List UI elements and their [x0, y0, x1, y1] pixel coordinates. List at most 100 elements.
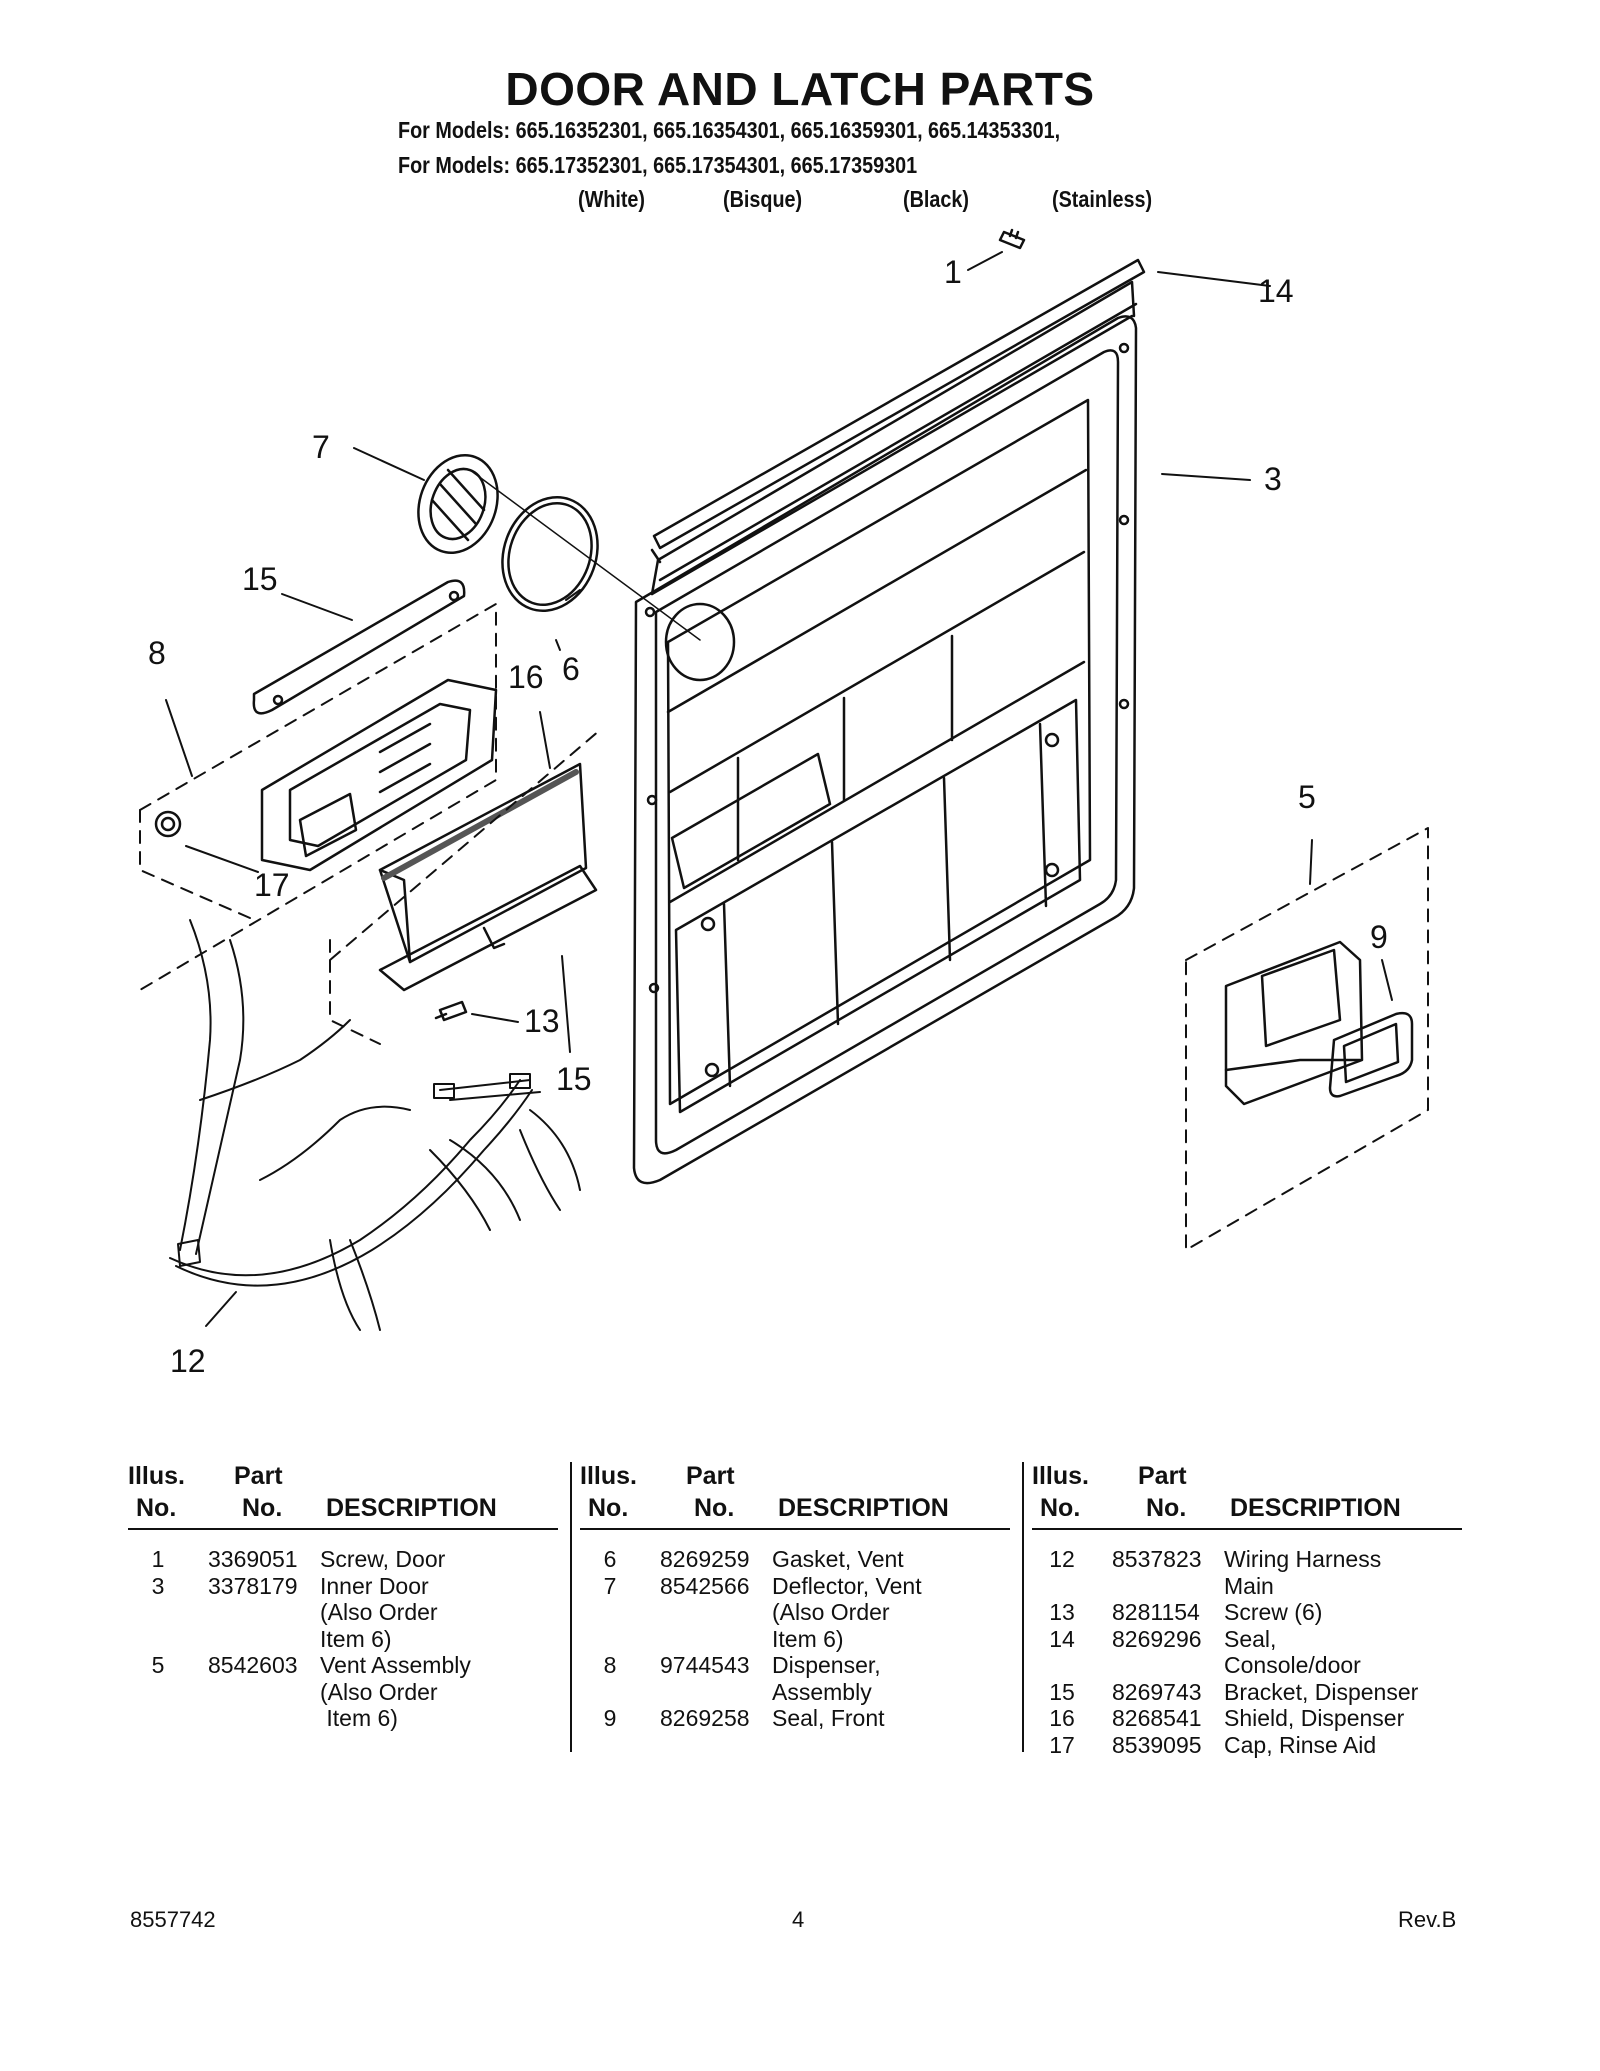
console-door-seal-part [650, 258, 1146, 564]
header-rule [128, 1528, 558, 1530]
description-line: (Also Order [772, 1599, 890, 1625]
description-line: Screw (6) [1224, 1599, 1323, 1625]
callout-8: 8 [148, 635, 166, 671]
color-white: (White) [578, 186, 646, 212]
table-header: Illus. No. Part No. DESCRIPTION [1032, 1462, 1401, 1522]
part-description: Vent Assembly(Also Order Item 6) [320, 1652, 471, 1732]
part-description: Bracket, Dispenser [1224, 1679, 1418, 1706]
part-number: 8269259 [660, 1546, 750, 1572]
wiring-harness-part [169, 919, 581, 1331]
part-number: 8281154 [1112, 1599, 1200, 1625]
callout-5: 5 [1298, 779, 1316, 815]
part-number: 8268541 [1112, 1705, 1202, 1731]
vent-deflector-part [417, 454, 499, 554]
callout-14: 14 [1258, 273, 1294, 309]
models-line-1: For Models: 665.16352301, 665.16354301, … [398, 117, 1061, 143]
parts-table-2: Illus. No. Part No. DESCRIPTION 6 8269259… [580, 1462, 1020, 1731]
header-rule [580, 1528, 1010, 1530]
parts-table-1: Illus. No. Part No. DESCRIPTION 1 3369051… [128, 1462, 568, 1731]
table-row: 15 8269743 Bracket, Dispenser [1032, 1679, 1472, 1706]
part-number: 9744543 [660, 1652, 750, 1678]
part-number: 3378179 [208, 1572, 298, 1599]
part-description: Shield, Dispenser [1224, 1705, 1404, 1732]
part-number: 3369051 [208, 1546, 298, 1572]
description-line: Main [1224, 1572, 1274, 1599]
part-number: 8542603 [208, 1652, 298, 1678]
illus-number: 8 [603, 1652, 617, 1678]
table-row: 13 8281154 Screw (6) [1032, 1599, 1472, 1626]
table-row: 5 8542603 Vent Assembly(Also Order Item 6) [128, 1652, 568, 1732]
description-line: Seal, Front [772, 1705, 885, 1731]
illus-number: 14 [1049, 1625, 1075, 1652]
table-row: 17 8539095 Cap, Rinse Aid [1032, 1732, 1472, 1759]
description-line: Console/door [1224, 1652, 1361, 1678]
color-black: (Black) [903, 186, 969, 212]
description-line: Dispenser, [772, 1652, 881, 1678]
illus-number: 17 [1049, 1731, 1075, 1758]
header-rule [1032, 1528, 1462, 1530]
vent-gasket-part [501, 496, 599, 612]
dispenser-screw-part [434, 1000, 468, 1022]
illus-number: 3 [151, 1572, 165, 1599]
callout-15-lower: 15 [556, 1061, 592, 1097]
exploded-parts-diagram: 1 14 3 7 15 8 16 6 5 9 17 13 15 12 [139, 228, 1429, 1379]
table-row: 16 8268541 Shield, Dispenser [1032, 1705, 1472, 1732]
part-number: 8269743 [1112, 1678, 1202, 1705]
callout-16: 16 [508, 659, 544, 695]
illus-number: 5 [151, 1652, 165, 1678]
part-description: Cap, Rinse Aid [1224, 1732, 1376, 1759]
description-line: Bracket, Dispenser [1224, 1678, 1419, 1705]
part-description: Seal, Front [772, 1705, 885, 1732]
description-line: Screw, Door [320, 1546, 446, 1572]
rinse-aid-cap-part [154, 810, 182, 838]
callout-9: 9 [1370, 919, 1388, 955]
callout-1: 1 [944, 254, 962, 290]
revision: Rev.B [1398, 1907, 1457, 1932]
callout-15-upper: 15 [242, 561, 278, 597]
part-number: 8537823 [1112, 1546, 1202, 1572]
page-number: 4 [792, 1907, 805, 1932]
part-description: Screw (6) [1224, 1599, 1322, 1626]
upper-dispenser-bracket-part [252, 579, 466, 715]
dispenser-assembly-part [260, 678, 498, 872]
description-line: Vent Assembly [320, 1652, 471, 1678]
illus-number: 16 [1049, 1705, 1075, 1731]
description-line: Item 6) [320, 1705, 398, 1731]
color-legend: (White) (Bisque) (Black) (Stainless) [0, 186, 1600, 216]
color-stainless: (Stainless) [1052, 186, 1153, 212]
table-row: 1 3369051 Screw, Door [128, 1546, 568, 1573]
illus-number: 13 [1049, 1599, 1075, 1625]
table-header: Illus. No. Part No. DESCRIPTION [580, 1462, 949, 1522]
front-seal-part [1328, 1011, 1414, 1098]
description-line: Cap, Rinse Aid [1224, 1731, 1377, 1758]
description-line: Gasket, Vent [772, 1546, 904, 1572]
part-description: Gasket, Vent [772, 1546, 904, 1573]
part-number: 8539095 [1112, 1731, 1202, 1758]
part-description: Screw, Door [320, 1546, 445, 1573]
illus-number: 6 [603, 1546, 617, 1572]
inner-door-part [632, 280, 1138, 1185]
door-screw-part [998, 228, 1026, 250]
description-line: Inner Door [320, 1572, 429, 1599]
callout-17: 17 [254, 867, 290, 903]
illus-number: 15 [1049, 1678, 1075, 1705]
callout-12: 12 [170, 1343, 206, 1379]
table-header: Illus. No. Part No. DESCRIPTION [128, 1462, 497, 1522]
part-number: 8269296 [1112, 1625, 1202, 1652]
description-line: Assembly [772, 1678, 872, 1705]
illus-number: 9 [603, 1705, 617, 1731]
column-divider [1022, 1462, 1024, 1752]
part-description: Dispenser,Assembly [772, 1652, 881, 1705]
callout-7: 7 [312, 429, 330, 465]
illus-number: 1 [151, 1546, 165, 1572]
table-row: 6 8269259 Gasket, Vent [580, 1546, 1020, 1573]
